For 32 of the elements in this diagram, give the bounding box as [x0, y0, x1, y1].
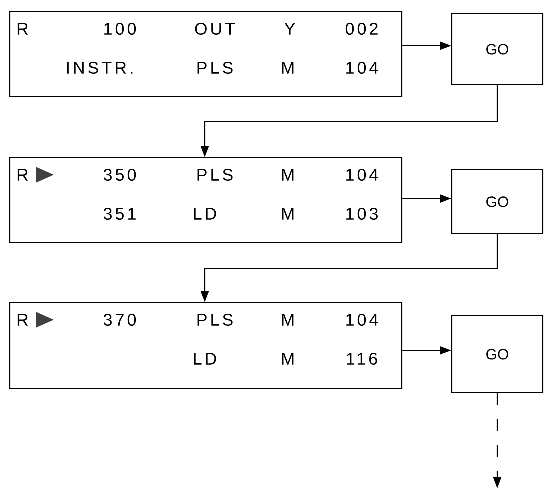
display-text: PLS [198, 168, 233, 182]
display-text: 002 [346, 22, 378, 36]
display-text: 104 [346, 168, 378, 182]
display-text: 351 [104, 208, 136, 220]
display-text: 104 [346, 62, 378, 74]
display-text: M [282, 62, 294, 74]
display-text: 100 [104, 22, 136, 36]
display-text: LD [194, 208, 216, 220]
go-button: GO [451, 315, 544, 394]
display-panel [9, 157, 403, 244]
display-text: R [18, 23, 28, 35]
display-text: 370 [104, 314, 136, 326]
display-text: R [18, 169, 28, 181]
display-text: 104 [346, 314, 378, 326]
display-text: 116 [347, 352, 378, 366]
display-text: M [282, 169, 294, 181]
display-text: PLS [198, 314, 233, 326]
display-text: M [282, 353, 294, 365]
display-text: R [18, 314, 28, 326]
display-text: Y [284, 23, 296, 35]
display-text: PLS [198, 62, 233, 74]
display-text: OUT [195, 22, 236, 36]
display-text: 350 [104, 168, 136, 182]
display-text: 103 [346, 208, 378, 220]
display-panel [9, 11, 403, 98]
display-text: LD [194, 353, 216, 365]
display-text: M [282, 314, 294, 326]
display-text: INSTR. [67, 62, 133, 74]
display-panel [9, 302, 403, 390]
display-text: M [282, 208, 294, 220]
go-button: GO [451, 169, 544, 235]
go-button: GO [451, 13, 544, 86]
